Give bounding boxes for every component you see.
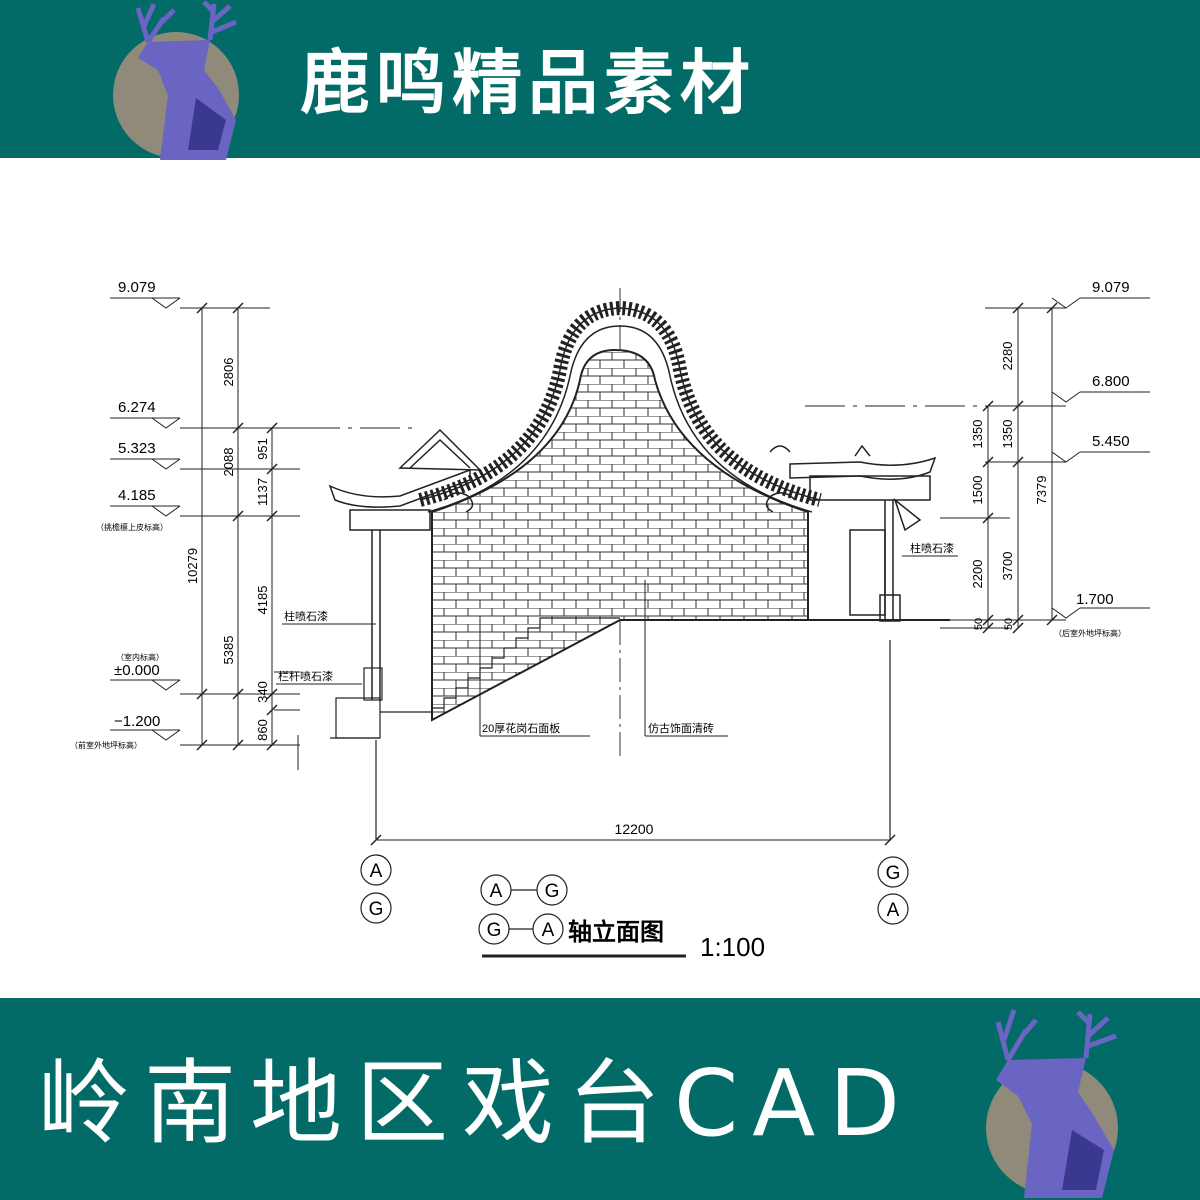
level-left-3: 4.185 xyxy=(118,487,156,504)
dim-right-1500: 1500 xyxy=(970,476,985,505)
level-right-2: 5.450 xyxy=(1092,433,1130,450)
dim-right-7379: 7379 xyxy=(1034,476,1049,505)
level-outdoor-note: （前室外地坪标高） xyxy=(70,740,142,750)
axis-left-g: G xyxy=(369,899,384,920)
dim-left-860: 860 xyxy=(255,719,270,741)
left-level-marks xyxy=(110,297,300,770)
note-column-left: 柱喷石漆 xyxy=(284,609,328,623)
elevation-drawing: 9.079 6.274 5.323 4.185 （挑檐檩上皮标高） （室内标高）… xyxy=(70,279,1150,962)
dim-left-2088: 2088 xyxy=(221,448,236,477)
dim-left-340: 340 xyxy=(255,681,270,703)
leader-lines xyxy=(276,555,958,737)
axis-left-a: A xyxy=(370,861,383,882)
level-left-2: 5.323 xyxy=(118,440,156,457)
axis-bubbles xyxy=(360,854,909,945)
dim-right-1350b: 1350 xyxy=(1000,420,1015,449)
dim-left-951: 951 xyxy=(255,438,270,460)
caption-axis-a2: A xyxy=(542,920,555,941)
left-level-ticks xyxy=(196,302,278,751)
dim-left-4185: 4185 xyxy=(255,586,270,615)
right-level-marks xyxy=(300,297,1150,629)
level-right-3-note: （后室外地坪标高） xyxy=(1054,628,1126,638)
dim-right-50a: 50 xyxy=(973,618,985,630)
level-indoor: ±0.000 xyxy=(114,662,160,679)
dim-right-50b: 50 xyxy=(1003,618,1015,630)
note-rail: 栏杆喷石漆 xyxy=(278,669,333,683)
dim-right-2200: 2200 xyxy=(970,560,985,589)
front-stairs xyxy=(330,617,891,840)
caption-axis-g1: G xyxy=(545,881,560,902)
dim-left-5385: 5385 xyxy=(221,636,236,665)
level-right-1: 6.800 xyxy=(1092,373,1130,390)
dim-right-3700: 3700 xyxy=(1000,552,1015,581)
level-left-1: 6.274 xyxy=(118,399,156,416)
dim-right-1350a: 1350 xyxy=(970,420,985,449)
gable-brick-wall xyxy=(431,348,809,722)
level-indoor-note: （室内标高） xyxy=(116,652,164,662)
deer-logo-icon xyxy=(986,1009,1118,1198)
caption-axis-g2: G xyxy=(487,920,502,941)
axis-right-g: G xyxy=(886,863,901,884)
eave-ornaments xyxy=(443,444,871,513)
dim-left-1137: 1137 xyxy=(255,478,270,506)
dim-left-2806: 2806 xyxy=(221,358,236,387)
right-level-ticks xyxy=(982,302,1058,634)
level-left-3-note: （挑檐檩上皮标高） xyxy=(96,522,168,532)
caption-title: 轴立面图 xyxy=(568,918,664,946)
note-granite: 20厚花岗石面板 xyxy=(482,721,560,735)
header-band: 鹿鸣精品素材 xyxy=(0,0,1200,160)
note-brick: 仿古饰面清砖 xyxy=(648,721,714,735)
bottom-dimension-line xyxy=(370,834,896,846)
footer-band: 岭南地区戏台CAD xyxy=(0,998,1200,1200)
note-column-right: 柱喷石漆 xyxy=(910,541,954,555)
product-title: 岭南地区戏台CAD xyxy=(38,1050,915,1157)
caption-axis-a1: A xyxy=(490,881,503,902)
dim-right-2280: 2280 xyxy=(1000,342,1015,371)
level-outdoor: −1.200 xyxy=(114,713,160,730)
caption-scale: 1:100 xyxy=(700,932,765,962)
level-left-top: 9.079 xyxy=(118,279,156,296)
level-right-3: 1.700 xyxy=(1076,591,1114,608)
axis-right-a: A xyxy=(887,900,900,921)
level-right-top: 9.079 xyxy=(1092,279,1130,296)
dim-left-10279: 10279 xyxy=(185,548,200,584)
dim-bottom: 12200 xyxy=(615,821,654,837)
brand-title: 鹿鸣精品素材 xyxy=(300,42,756,124)
deer-logo-icon xyxy=(113,0,239,160)
